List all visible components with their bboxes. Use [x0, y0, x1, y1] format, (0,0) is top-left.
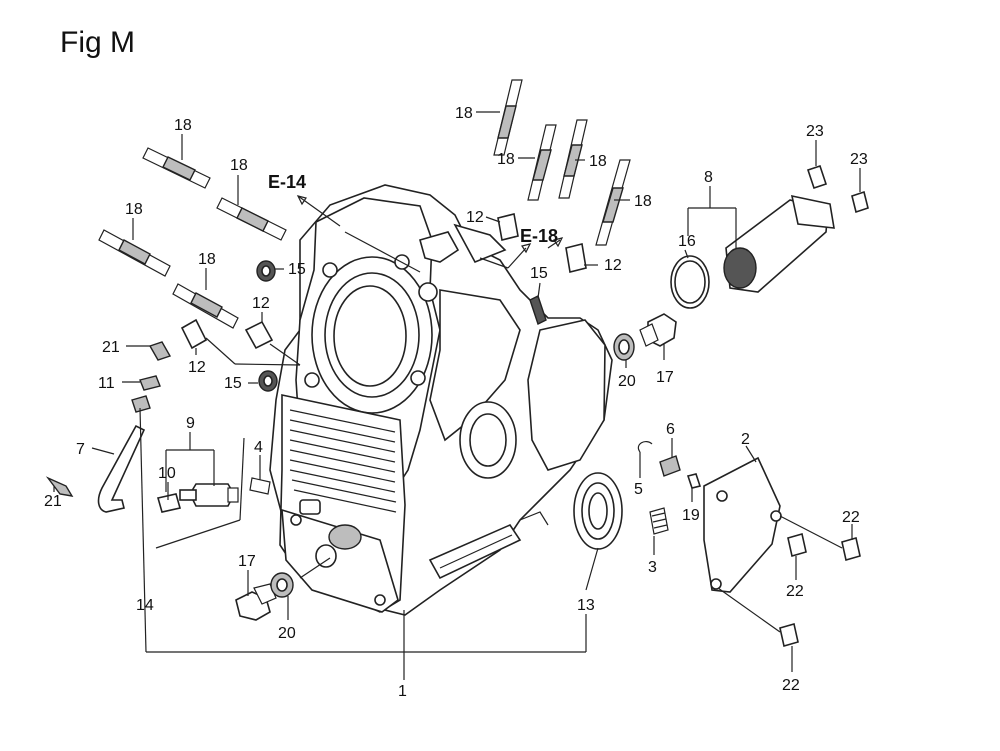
tube-clip-upper — [148, 341, 172, 361]
callout-7: 7 — [76, 441, 85, 458]
stud-mid-2 — [558, 119, 588, 199]
callout-17: 17 — [238, 553, 256, 570]
callout-18: 18 — [497, 151, 515, 168]
figure-title: Fig M — [60, 26, 135, 59]
callout-labels: 18 18 18 18 18 18 18 18 12 12 12 12 15 1… — [44, 105, 868, 700]
callout-4: 4 — [254, 439, 263, 456]
callout-21: 21 — [44, 493, 62, 510]
callout-12: 12 — [188, 359, 206, 376]
oil-pump-cover — [703, 456, 782, 593]
spring-pin — [529, 295, 547, 325]
cover-bolt-3 — [717, 587, 799, 648]
crankcase — [269, 184, 613, 616]
callout-18: 18 — [455, 105, 473, 122]
breather-tube — [97, 424, 146, 513]
callout-5: 5 — [634, 481, 643, 498]
stud-left-3 — [98, 229, 171, 277]
callout-9: 9 — [186, 415, 195, 432]
callout-3: 3 — [648, 559, 657, 576]
stud-left-2 — [216, 197, 287, 241]
stud-left-1 — [142, 147, 211, 189]
relief-valve — [659, 455, 681, 477]
callout-18: 18 — [198, 251, 216, 268]
callout-18: 18 — [174, 117, 192, 134]
callout-12: 12 — [252, 295, 270, 312]
callout-22: 22 — [782, 677, 800, 694]
dowel-pin-2 — [565, 243, 587, 273]
callout-20: 20 — [618, 373, 636, 390]
dowel-pin-3 — [244, 320, 274, 350]
callout-22: 22 — [786, 583, 804, 600]
ref-e18: E-18 — [520, 226, 558, 246]
callout-18: 18 — [230, 157, 248, 174]
breather-fitting — [131, 395, 151, 413]
callout-15: 15 — [288, 261, 306, 278]
stud-top — [493, 79, 523, 156]
drain-plug-right — [639, 313, 677, 347]
stud-left-4 — [172, 283, 239, 329]
oil-sensor-assembly — [155, 437, 245, 549]
callout-23: 23 — [850, 151, 868, 168]
callout-2: 2 — [741, 431, 750, 448]
strainer-bolt-2 — [851, 190, 869, 214]
callout-11: 11 — [98, 375, 115, 392]
cover-bolt-2 — [787, 532, 807, 558]
callout-15: 15 — [224, 375, 242, 392]
callout-19: 19 — [682, 507, 700, 524]
callout-6: 6 — [666, 421, 675, 438]
cover-bolt-1 — [779, 515, 861, 562]
callout-22: 22 — [842, 509, 860, 526]
breather-grommet — [139, 375, 161, 391]
dowel-pin-1 — [497, 213, 519, 241]
leader-lines — [53, 111, 861, 680]
callout-23: 23 — [806, 123, 824, 140]
callout-16: 16 — [678, 233, 696, 250]
retainer-clip — [637, 440, 653, 453]
ref-e14: E-14 — [268, 172, 306, 192]
drain-bolt-small — [249, 477, 271, 495]
callout-10: 10 — [158, 465, 176, 482]
callout-18: 18 — [634, 193, 652, 210]
callout-18: 18 — [125, 201, 143, 218]
callout-13: 13 — [577, 597, 595, 614]
dowel-pin-4 — [180, 318, 208, 350]
callout-12: 12 — [604, 257, 622, 274]
callout-17: 17 — [656, 369, 674, 386]
callout-1: 1 — [398, 683, 407, 700]
drain-plug-left — [235, 583, 277, 621]
dowel-small — [686, 473, 702, 489]
stud-right — [595, 159, 631, 246]
callout-14: 14 — [136, 597, 154, 614]
callout-20: 20 — [278, 625, 296, 642]
strainer-assembly — [723, 194, 835, 293]
callout-21: 21 — [102, 339, 120, 356]
stud-mid-1 — [527, 124, 557, 201]
strainer-bolt-1 — [806, 164, 828, 190]
tube-clip-lower — [45, 476, 74, 497]
callout-18: 18 — [589, 153, 607, 170]
callout-15: 15 — [530, 265, 548, 282]
callout-8: 8 — [704, 169, 713, 186]
callout-12: 12 — [466, 209, 484, 226]
